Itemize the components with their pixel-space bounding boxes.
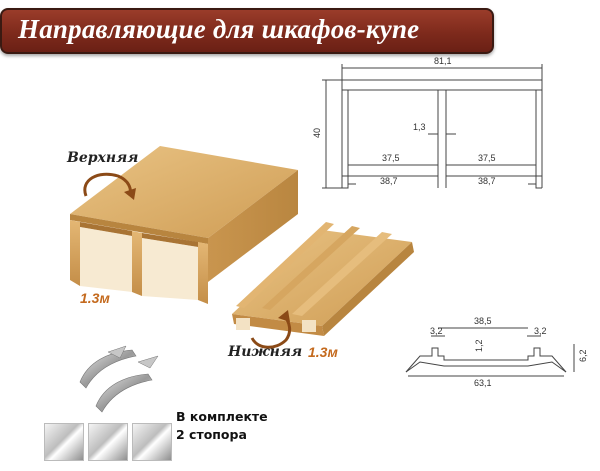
lower-bottom-width-dim: 63,1 — [474, 378, 492, 388]
lower-top-width-dim: 38,5 — [474, 316, 492, 326]
lower-left-slot-dim: 3,2 — [430, 326, 443, 336]
stopper-thumb-1 — [44, 423, 84, 461]
upper-wall-dim: 1,3 — [413, 122, 426, 132]
stopper-thumb-2 — [88, 423, 128, 461]
upper-label: Верхняя — [67, 150, 139, 166]
upper-width-dim: 81,1 — [434, 56, 452, 66]
lower-profile-drawing — [405, 327, 575, 377]
lower-rotate-arrow-icon — [250, 310, 292, 349]
lower-length-label: 1.3м — [308, 344, 338, 360]
kit-text: В комплекте 2 стопора — [176, 408, 268, 444]
lower-height-dim: 6,2 — [578, 349, 588, 362]
lower-label: Нижняя — [228, 344, 303, 360]
upper-height-dim: 40 — [312, 128, 322, 138]
upper-outer-right-dim: 38,7 — [478, 176, 496, 186]
lower-profile-image — [232, 222, 414, 336]
stopper-thumb-3 — [132, 423, 172, 461]
upper-outer-left-dim: 38,7 — [380, 176, 398, 186]
upper-profile-image — [70, 146, 298, 304]
upper-rotate-arrow-icon — [83, 172, 136, 200]
banner-title: Направляющие для шкафов-купе — [18, 14, 420, 44]
title-banner: Направляющие для шкафов-купе — [0, 8, 494, 54]
kit-line-2: 2 стопора — [176, 427, 247, 442]
upper-profile-drawing — [322, 64, 543, 189]
upper-inner-left-dim: 37,5 — [382, 153, 400, 163]
upper-inner-right-dim: 37,5 — [478, 153, 496, 163]
lower-right-slot-dim: 3,2 — [534, 326, 547, 336]
kit-line-1: В комплекте — [176, 409, 268, 424]
upper-length-label: 1.3м — [80, 290, 110, 306]
lower-thickness-dim: 1,2 — [474, 339, 484, 352]
stopper-image — [79, 345, 159, 413]
